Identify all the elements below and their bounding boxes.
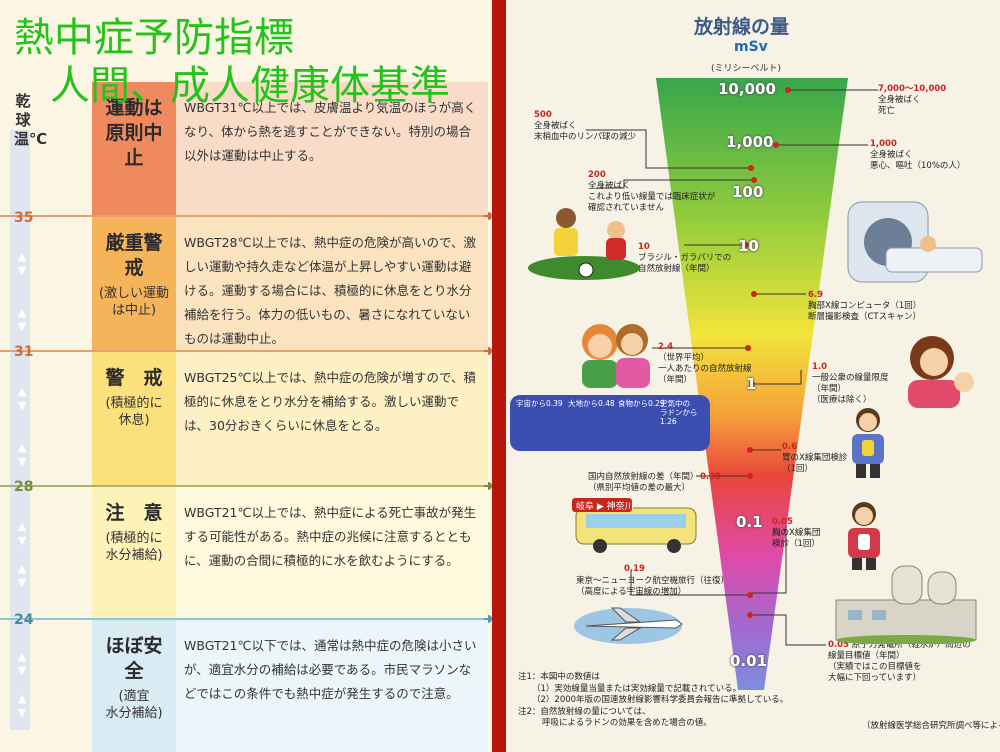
level-description: WBGT21℃以上では、熱中症による死亡事故が発生する可能性がある。熱中症の兆候… xyxy=(176,487,488,618)
annotation-0-6: 0.6 胃のX線集団検診 （1回） xyxy=(782,442,848,474)
level-row: 厳重警戒 (激しい運動 は中止)WBGT28℃以上では、熱中症の危険が高いので、激… xyxy=(92,217,488,350)
mother-baby-illustration xyxy=(908,336,974,408)
scale-label-100: 100 xyxy=(732,183,764,201)
level-subtitle: (適宜 水分補給) xyxy=(105,689,163,721)
radiation-title: 放射線の量 xyxy=(694,16,790,38)
tick-35: 35 xyxy=(14,210,34,226)
bus-sign: 岐阜 ▶ 神奈川 xyxy=(576,500,634,512)
annotation-10: 10 ブラジル・ガラパリでの 自然放射線（年間） xyxy=(638,242,732,274)
footnote: 注2：自然放射線の量については、 xyxy=(518,706,651,717)
couple-illustration xyxy=(582,324,650,388)
radiation-panel: 放射線の量 mSv (ミリシーベルト) 10,000 1,000 100 10 … xyxy=(506,0,1000,752)
natural-source-label: 宇宙から0.39 xyxy=(516,399,563,408)
footnote: 注1：本図中の数値は xyxy=(518,672,600,682)
annotation-7000: 7,000〜10,000 全身被ばく 死亡 xyxy=(878,84,947,116)
level-category: 運動は 原則中止 xyxy=(92,82,176,215)
level-name: 厳重警戒 xyxy=(105,232,163,279)
natural-source-label: 大地から0.48 xyxy=(568,399,615,408)
level-row: ほぼ安全 (適宜 水分補給) WBGT21℃以下では、通常は熱中症の危険は小さいが、… xyxy=(92,620,488,752)
level-subtitle: (積極的に 休息) xyxy=(105,396,163,428)
level-category: 注 意 (積極的に 水分補給) xyxy=(92,487,176,618)
natural-source-label: 食物から0.29 xyxy=(618,399,665,408)
footnotes: 注1：本図中の数値は （1）実効線量当量または実効線量で記載されている。 （2）… xyxy=(518,672,788,730)
nuclear-plant-illustration xyxy=(835,565,977,644)
scale-label-10000: 10,000 xyxy=(718,80,776,98)
temperature-axis-bar xyxy=(10,130,30,730)
annotation-0-05: 0.05 胸のX線集団 検診（1回） xyxy=(772,517,821,549)
annotation-2-4: 2.4 （世界平均） 一人あたりの自然放射線 （年間） xyxy=(658,342,752,385)
scale-label-10: 10 xyxy=(738,237,759,255)
child-chest-xray-illustration xyxy=(848,502,880,570)
level-category: 厳重警戒 (激しい運動 は中止) xyxy=(92,217,176,350)
annotation-0-38: 国内自然放射線の差（年間） （県別平均値の差の最大） 0.38 xyxy=(588,472,721,493)
level-category: ほぼ安全 (適宜 水分補給) xyxy=(92,620,176,752)
overlay-title: 熱中症予防指標 人間、成人健康体基準 xyxy=(14,14,450,110)
level-subtitle: (激しい運動 は中止) xyxy=(98,286,170,318)
annotation-500: 500 全身被ばく 末梢血中のリンパ球の減少 xyxy=(534,110,637,142)
radiation-unit-reading: (ミリシーベルト) xyxy=(711,64,782,74)
level-name: ほぼ安全 xyxy=(105,635,163,682)
level-description: WBGT31℃以上では、皮膚温より気温のほうが高くなり、体から熱を逃すことができ… xyxy=(176,82,488,215)
tick-28: 28 xyxy=(14,479,34,495)
overlay-title-line2: 人間、成人健康体基準 xyxy=(50,63,450,109)
level-row: 注 意 (積極的に 水分補給) WBGT21℃以上では、熱中症による死亡事故が発生す… xyxy=(92,487,488,618)
radiation-unit: mSv xyxy=(734,39,768,55)
scale-label-1: 1 xyxy=(746,375,757,393)
divider-35 xyxy=(0,212,492,220)
level-name: 運動は 原則中止 xyxy=(105,97,163,169)
scale-label-0-01: 0.01 xyxy=(730,652,768,670)
divider-31 xyxy=(0,347,492,355)
soccer-players-illustration xyxy=(528,208,640,280)
tick-31: 31 xyxy=(14,344,34,360)
divider-28 xyxy=(0,482,492,490)
divider-24 xyxy=(0,615,492,623)
level-category: 警 戒 (積極的に 休息) xyxy=(92,352,176,485)
level-row: 警 戒 (積極的に 休息) WBGT25℃以上では、熱中症の危険が増すので、積極的に… xyxy=(92,352,488,485)
level-name: 警 戒 xyxy=(105,367,163,389)
child-xray-illustration xyxy=(852,408,884,478)
level-description: WBGT21℃以下では、通常は熱中症の危険は小さいが、適宜水分の補給は必要である… xyxy=(176,620,488,752)
scale-label-0-1: 0.1 xyxy=(736,513,763,531)
annotation-0-19: 0.19 xyxy=(624,564,645,574)
level-description: WBGT25℃以上では、熱中症の危険が増すので、積極的に休息をとり水分を補給する… xyxy=(176,352,488,485)
overlay-title-line1: 熱中症予防指標 xyxy=(14,15,294,61)
scale-label-1000: 1,000 xyxy=(726,133,774,151)
arrow-column-icon: ▲▼▲▼ xyxy=(17,520,27,589)
annotation-200: 200 全身被ばく これより低い線量では臨床症状が 確認されていません xyxy=(588,170,716,213)
axis-title: 乾球温℃ xyxy=(14,92,48,148)
source-note: （放射線医学総合研究所調べ等による） xyxy=(862,721,1000,731)
level-description: WBGT28℃以上では、熱中症の危険が高いので、激しい運動や持久走など体温が上昇… xyxy=(176,217,488,350)
footnote: （2）2000年版の国連放射線影響科学委員会報告に準拠している。 xyxy=(532,695,789,705)
level-name: 注 意 xyxy=(105,502,163,524)
level-subtitle: (積極的に 水分補給) xyxy=(105,531,163,563)
airplane-illustration xyxy=(574,607,683,644)
panel-divider xyxy=(492,0,506,752)
arrow-column-icon: ▲▼▲▼ xyxy=(17,385,27,468)
arrow-column-icon: ▲▼▲▼ xyxy=(17,250,27,333)
annotation-0-05-plant: 0.05 原子力発電所（軽水炉）周辺の 線量目標値（年間） （実績ではこの目標値… xyxy=(828,640,971,683)
annotation-0-19-text: 東京〜ニューヨーク航空機旅行（往復） （高度による宇宙線の増加） xyxy=(576,576,730,597)
bus-illustration: 岐阜 ▶ 神奈川 xyxy=(572,498,697,553)
annotation-1-0: 1.0 一般公衆の線量限度 （年間） （医療は除く） xyxy=(812,362,889,405)
arrow-column-icon: ▲▼▲▼ xyxy=(17,650,27,719)
annotation-1000: 1,000 全身被ばく 悪心、嘔吐（10%の人） xyxy=(870,139,966,171)
natural-source-label: 空気中の ラドンから1.26 xyxy=(660,399,698,426)
ct-scanner-illustration xyxy=(847,201,983,283)
footnote: 呼吸によるラドンの効果を含めた場合の値。 xyxy=(542,718,712,728)
heatstroke-panel: 乾球温℃ 35 31 28 24 ▲▼▲▼ ▲▼▲▼ ▲▼▲▼ ▲▼▲▼ 運動は… xyxy=(0,0,492,752)
annotation-6-9: 6.9 胸部X線コンピュータ（1回） 断層撮影検査（CTスキャン） xyxy=(808,290,922,322)
footnote: （1）実効線量当量または実効線量で記載されている。 xyxy=(532,683,742,694)
tick-24: 24 xyxy=(14,612,34,628)
radiation-funnel xyxy=(586,78,878,690)
